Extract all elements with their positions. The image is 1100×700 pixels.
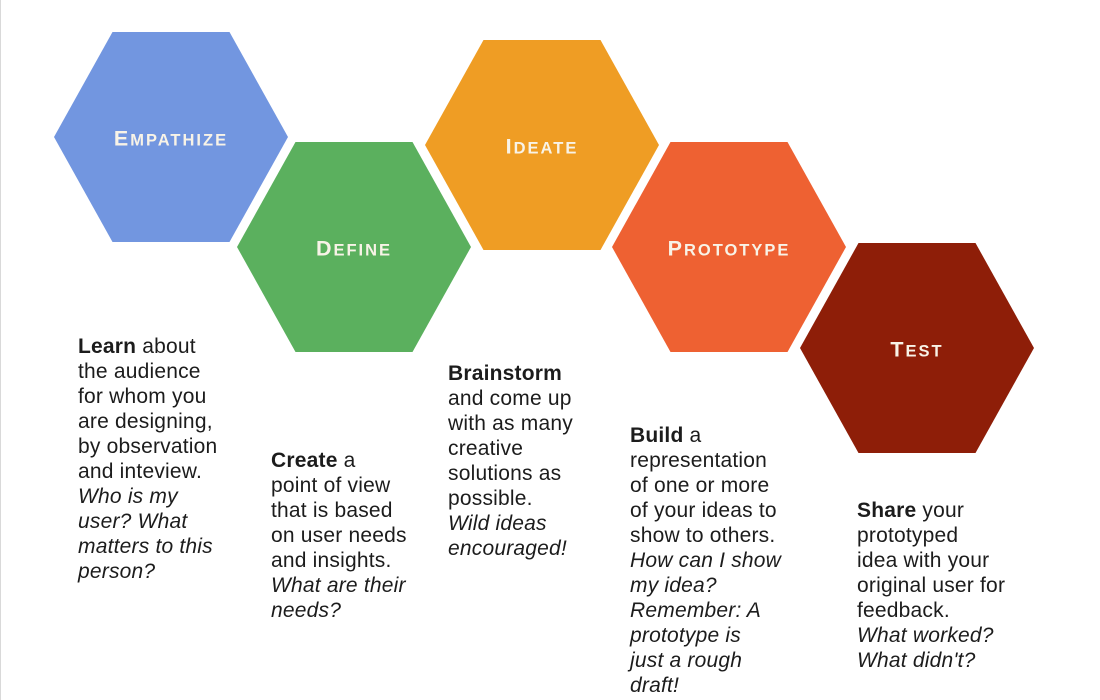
step-description-ideate: Brainstorm and come up with as many crea… — [448, 361, 663, 561]
lead-word: Brainstorm — [448, 362, 563, 385]
question-text: Who is my user? What matters to this per… — [78, 485, 213, 583]
hexagon-label-empathize: EMPATHIZE — [113, 126, 229, 151]
step-description-test: Share your prototyped idea with your ori… — [857, 498, 1072, 673]
hexagon-label-define: DEFINE — [315, 236, 393, 261]
hexagon-label-test: TEST — [890, 337, 944, 362]
lead-word: Learn — [78, 335, 137, 358]
lead-word: Create — [271, 449, 338, 472]
question-text: What are their needs? — [271, 574, 406, 622]
body-text: about the audience for whom you are desi… — [78, 335, 218, 483]
body-text: a point of view that is based on user ne… — [271, 449, 407, 572]
hexagon-prototype: PROTOTYPE — [612, 142, 846, 352]
lead-word: Build — [630, 424, 684, 447]
hexagon-define: DEFINE — [237, 142, 471, 352]
body-text: a representation of one or more of your … — [630, 424, 777, 547]
body-text: and come up with as many creative soluti… — [448, 387, 573, 510]
hexagon-empathize: EMPATHIZE — [54, 32, 288, 242]
hexagon-test: TEST — [800, 243, 1034, 453]
question-text: What worked? What didn't? — [857, 624, 994, 672]
question-text: How can I show my idea? Remember: A prot… — [630, 549, 782, 697]
step-description-prototype: Build a representation of one or more of… — [630, 423, 845, 698]
body-text: your prototyped idea with your original … — [857, 499, 1006, 622]
hexagon-label-prototype: PROTOTYPE — [667, 236, 791, 261]
step-description-define: Create a point of view that is based on … — [271, 448, 486, 623]
question-text: Wild ideas encouraged! — [448, 512, 567, 560]
step-description-empathize: Learn about the audience for whom you ar… — [78, 334, 293, 584]
hexagon-label-ideate: IDEATE — [505, 134, 579, 159]
lead-word: Share — [857, 499, 917, 522]
hexagon-ideate: IDEATE — [425, 40, 659, 250]
